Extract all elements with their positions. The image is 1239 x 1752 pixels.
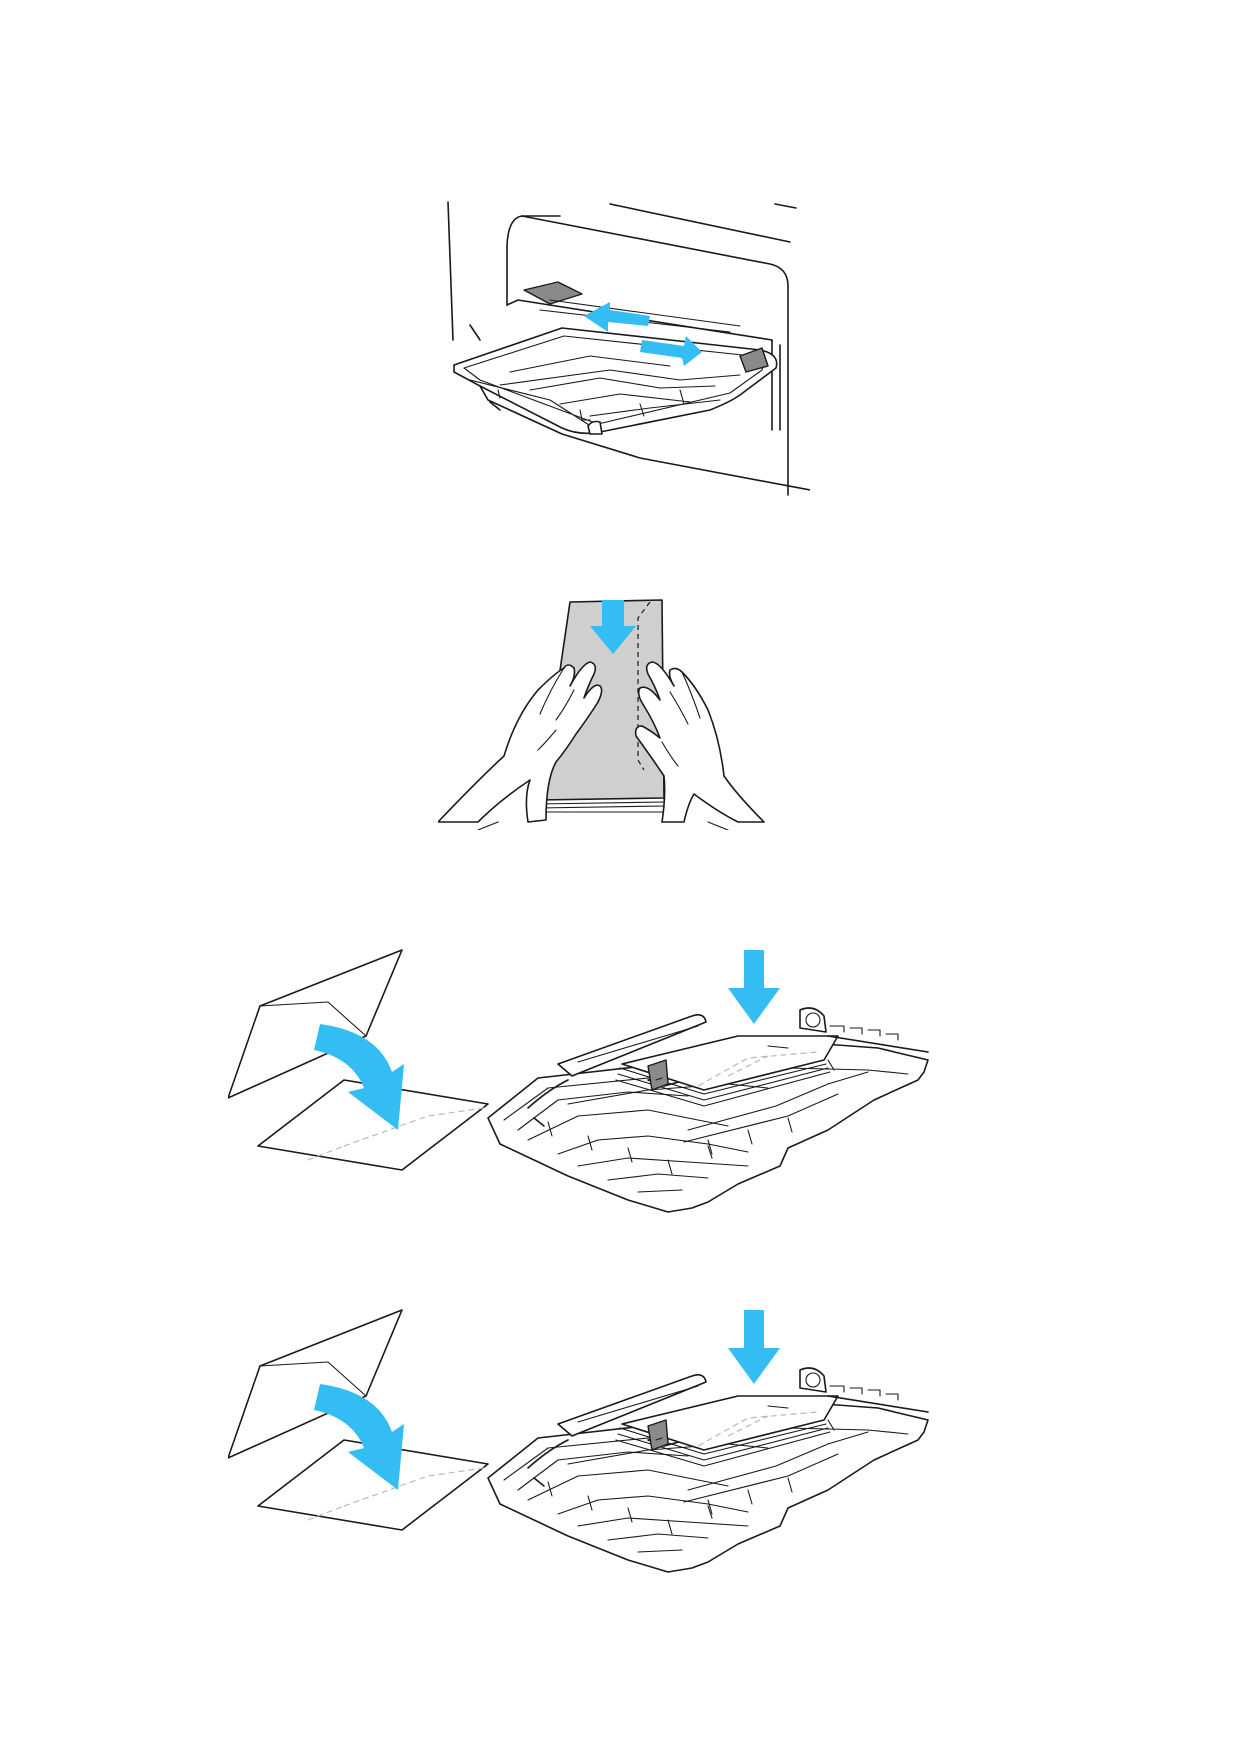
figure-load-envelope-stack	[438, 590, 768, 830]
double-horizontal-arrow-icon	[584, 302, 702, 366]
envelope-tray-illustration-1	[228, 949, 929, 1213]
down-arrow-icon	[728, 950, 780, 1024]
curved-arrow-icon	[314, 1024, 404, 1130]
figure-envelopes-flaps-closed-tray	[228, 940, 1018, 1230]
down-arrow-icon	[728, 1310, 780, 1384]
hands-envelope-illustration	[438, 599, 765, 830]
figure-envelopes-flaps-closed-tray-alt	[228, 1300, 1018, 1590]
envelope-tray-illustration-2	[228, 1309, 929, 1573]
down-arrow-icon	[590, 600, 636, 654]
curved-arrow-icon	[314, 1384, 404, 1490]
printer-bypass-tray-illustration	[447, 201, 810, 496]
figure-adjust-guides	[440, 190, 810, 510]
